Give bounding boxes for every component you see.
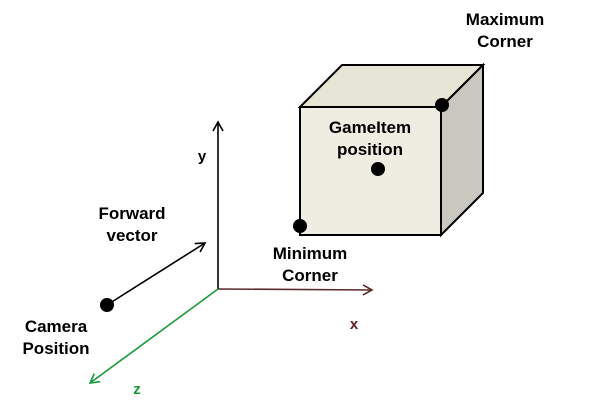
y-axis-label: y <box>197 148 207 165</box>
camera-position-label: Camera Position <box>0 316 112 360</box>
maximum-corner-line-1: Maximum <box>465 10 545 29</box>
gameitem-position-dot <box>371 162 385 176</box>
camera-position-line-2: Position <box>22 339 90 358</box>
bounding-cube <box>297 62 486 238</box>
gameitem-line-1: GameItem <box>328 118 412 137</box>
minimum-corner-line-1: Minimum <box>272 244 348 263</box>
forward-vector-label: Forward vector <box>72 203 192 247</box>
forward-vector-line-2: vector <box>106 226 158 245</box>
maximum-corner-dot <box>435 98 449 112</box>
x-axis <box>217 284 374 296</box>
x-axis-label: x <box>349 316 359 333</box>
gameitem-position-label: GameItem position <box>310 117 430 161</box>
maximum-corner-label: Maximum Corner <box>445 9 565 53</box>
camera-position-line-1: Camera <box>24 317 88 336</box>
minimum-corner-line-2: Corner <box>282 266 338 285</box>
cube-front-face <box>299 106 442 236</box>
z-axis <box>88 288 219 384</box>
minimum-corner-dot <box>293 219 307 233</box>
forward-vector-line-1: Forward <box>98 204 166 223</box>
gameitem-line-2: position <box>336 140 404 159</box>
camera-position-dot <box>100 298 114 312</box>
minimum-corner-label: Minimum Corner <box>250 243 370 287</box>
forward-vector-arrow <box>106 242 207 306</box>
maximum-corner-line-2: Corner <box>477 32 533 51</box>
z-axis-label: z <box>133 381 141 398</box>
